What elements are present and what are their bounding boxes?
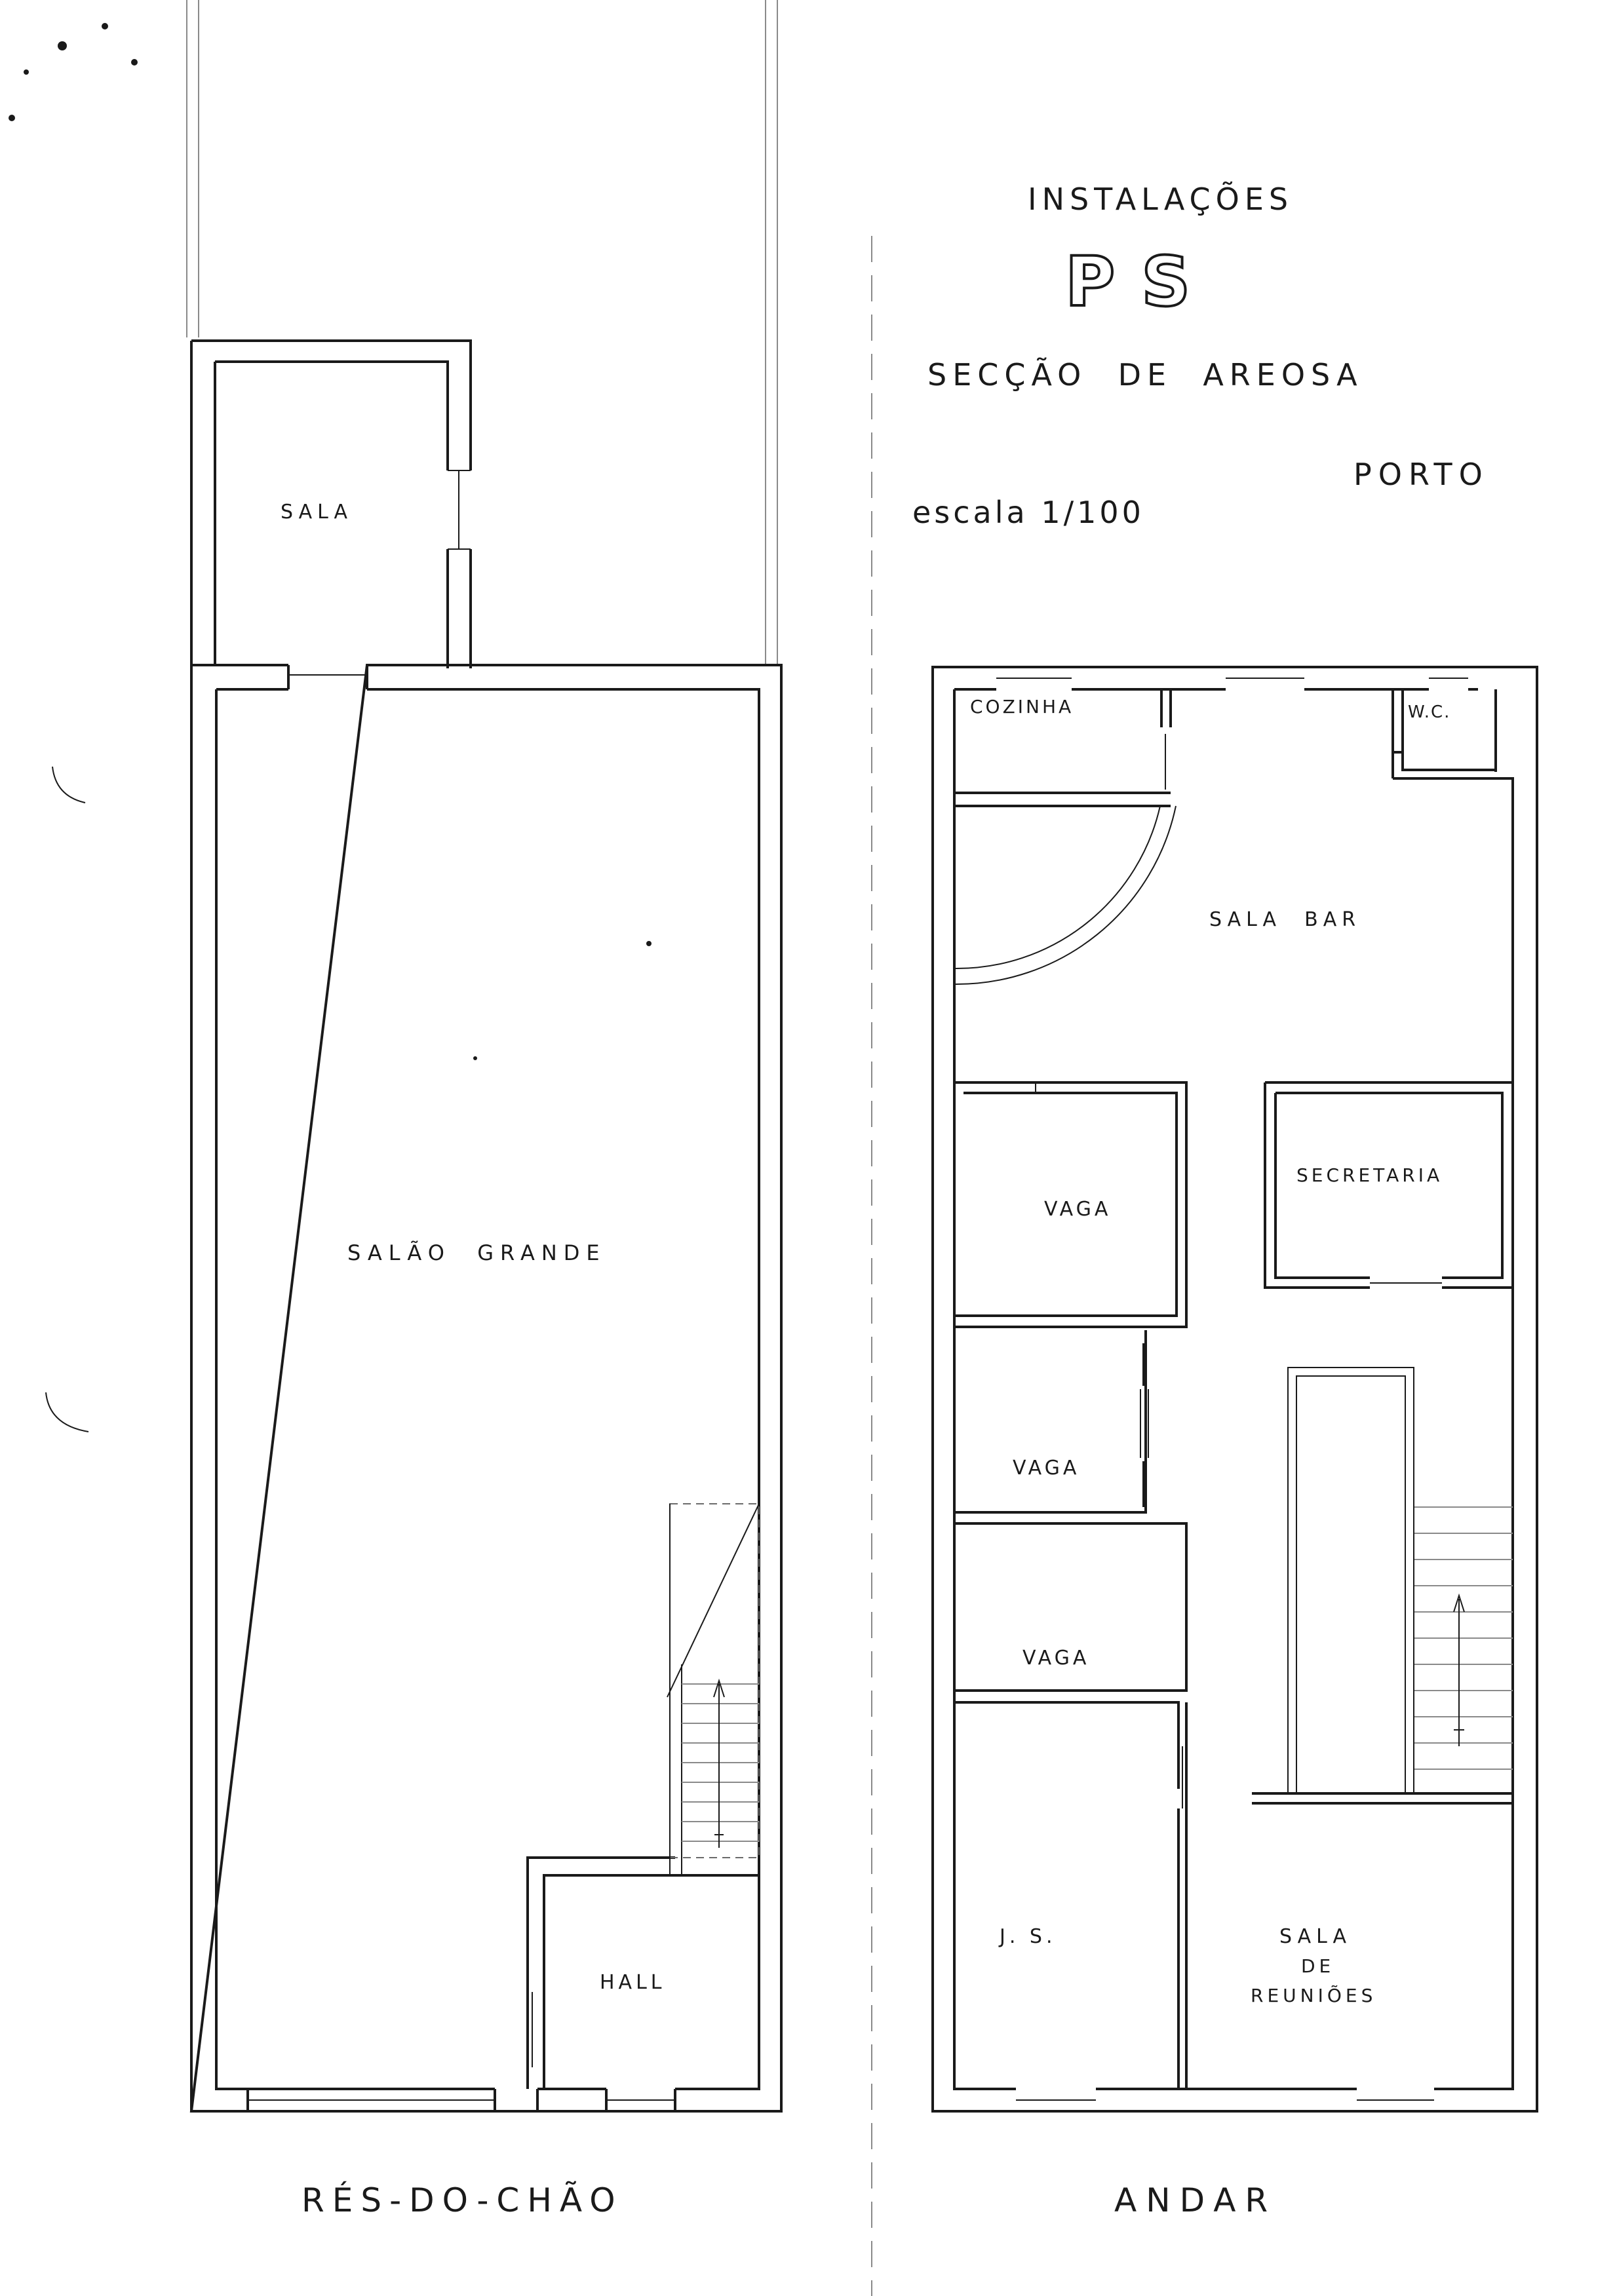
- room-label-reunioes-3: REUNIÕES: [1251, 1984, 1376, 2006]
- secretaria-walls: [1264, 1081, 1513, 1289]
- title-installations: INSTALAÇÕES: [1028, 182, 1293, 217]
- room-label-salao-grande: SALÃO GRANDE: [347, 1240, 606, 1265]
- scan-marks: [45, 766, 89, 1432]
- cozinha-walls: [954, 689, 1172, 807]
- andar-stairs: [1414, 1506, 1513, 1770]
- ground-stairs: [667, 1503, 760, 1875]
- room-label-vaga-2: VAGA: [1013, 1457, 1080, 1480]
- vaga-2-3-walls: [954, 1330, 1188, 1789]
- andar-stair-shaft: [1252, 1367, 1513, 1805]
- title-city: PORTO: [1353, 457, 1489, 492]
- wc-walls: [1391, 689, 1496, 780]
- salao-grande-walls: [189, 664, 783, 2113]
- room-label-vaga-1: VAGA: [1044, 1198, 1111, 1221]
- sala-room-walls: [190, 339, 472, 668]
- title-scale: escala 1/100: [912, 495, 1144, 530]
- caption-res-do-chao: RÉS-DO-CHÃO: [302, 2181, 623, 2219]
- room-label-hall: HALL: [600, 1971, 666, 1994]
- sala-bar-arc: [954, 805, 1177, 985]
- room-label-reunioes-2: DE: [1301, 1955, 1334, 1977]
- vaga-1-walls: [954, 1081, 1188, 1328]
- js-walls: [1177, 1702, 1188, 2089]
- hall-walls: [526, 1856, 759, 2089]
- title-section: SECÇÃO DE AREOSA: [927, 357, 1363, 392]
- room-label-wc: W.C.: [1408, 702, 1450, 722]
- room-label-reunioes-1: SALA: [1279, 1925, 1352, 1948]
- title-party-ps: PS: [1065, 242, 1216, 322]
- room-label-secretaria: SECRETARIA: [1296, 1164, 1443, 1186]
- room-label-sala-bar: SALA BAR: [1209, 908, 1361, 931]
- scan-specks: [9, 23, 652, 1060]
- title-block: INSTALAÇÕES PS SECÇÃO DE AREOSA PORTO es…: [912, 182, 1489, 530]
- room-label-js: J. S.: [998, 1925, 1057, 1948]
- room-label-sala: SALA: [281, 501, 353, 524]
- upper-floor-plan: COZINHA W.C. SALA BAR VAGA SECRETARIA VA…: [931, 666, 1538, 2113]
- room-label-cozinha: COZINHA: [970, 696, 1074, 718]
- caption-andar: ANDAR: [1114, 2181, 1277, 2219]
- ground-floor-plan: SALA SALÃO GRANDE HALL: [186, 0, 783, 2113]
- room-label-vaga-3: VAGA: [1022, 1647, 1089, 1670]
- andar-outer-walls: [931, 666, 1538, 2113]
